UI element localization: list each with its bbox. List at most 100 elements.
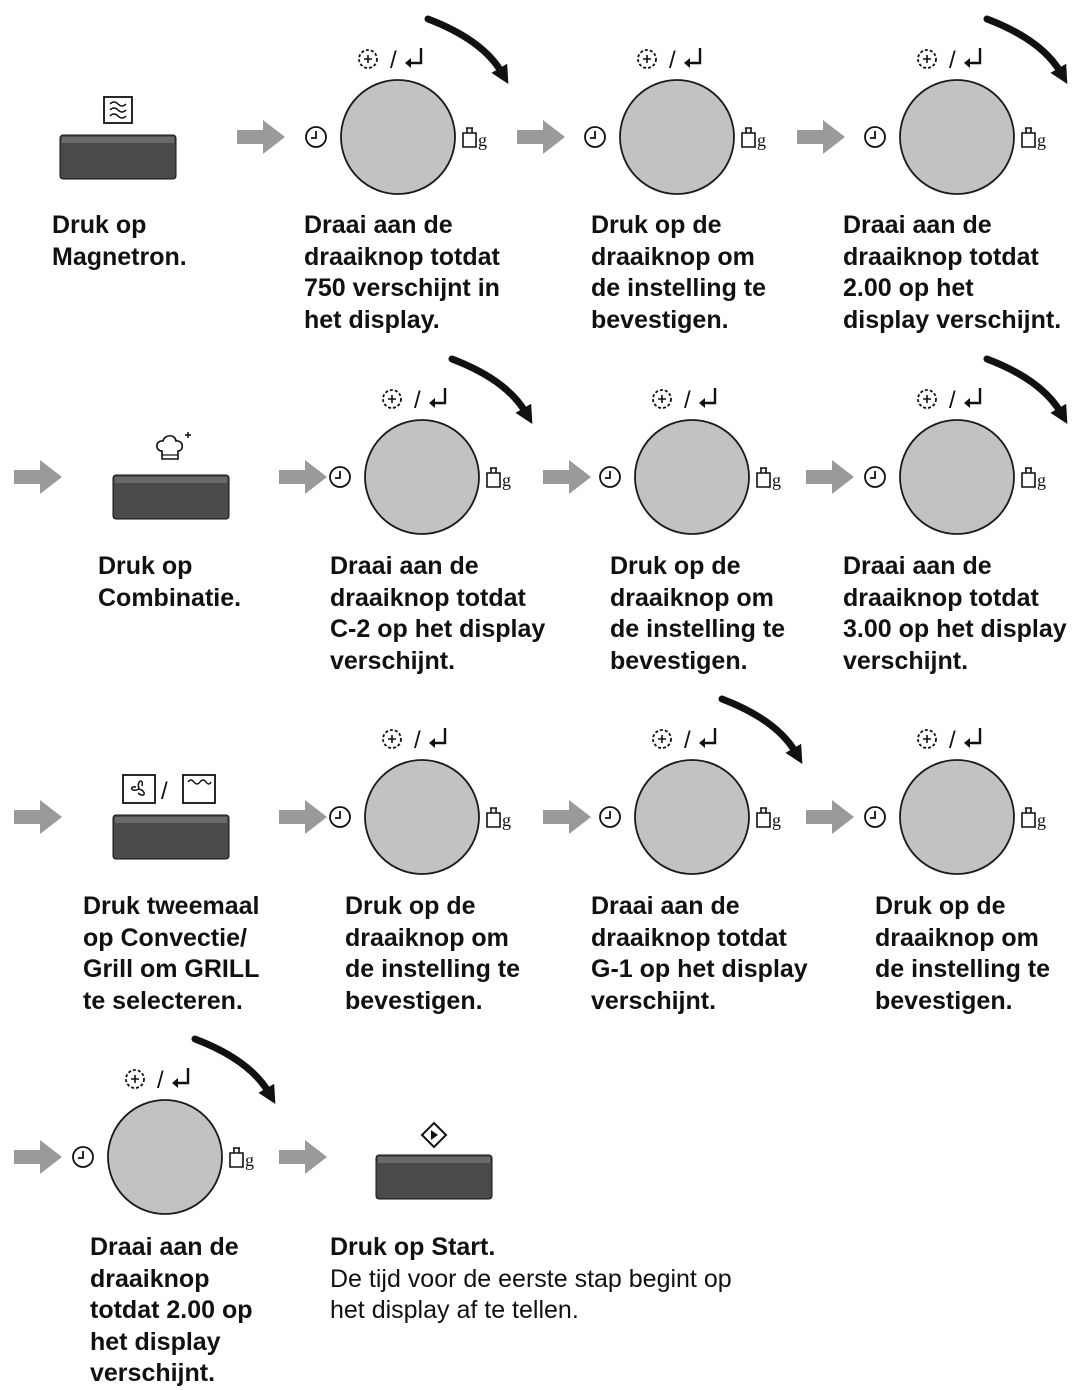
- weight-g-label: g: [478, 130, 487, 150]
- flow-arrow-icon: [806, 800, 854, 834]
- caption-line: draaiknop totdat: [330, 583, 526, 612]
- flow-arrow-icon: [543, 800, 591, 834]
- enter-icon: [429, 728, 447, 748]
- slash-label: /: [949, 47, 956, 74]
- combination-chef-hat-icon: [156, 432, 191, 460]
- panel-button[interactable]: [112, 474, 230, 520]
- panel-button[interactable]: [112, 814, 230, 860]
- panel-button[interactable]: [375, 1154, 493, 1200]
- dial-knob-s6[interactable]: /g: [329, 355, 533, 535]
- caption-note-line: het display af te tellen.: [330, 1296, 579, 1324]
- timer-plus-icon: [358, 49, 378, 69]
- weight-icon: g: [1021, 127, 1046, 150]
- timer-plus-icon: [382, 729, 402, 749]
- slash-label: /: [414, 387, 421, 414]
- caption-line: verschijnt.: [330, 646, 456, 675]
- dial-face[interactable]: [340, 79, 456, 195]
- dial-face[interactable]: [899, 759, 1015, 875]
- caption-line: draaiknop totdat: [304, 242, 500, 271]
- dial-knob-s11[interactable]: /g: [599, 695, 803, 875]
- weight-icon: g: [1021, 807, 1046, 830]
- dial-knob-s12[interactable]: /g: [864, 727, 1046, 875]
- dial-knob-s3[interactable]: /g: [584, 47, 766, 195]
- button-s1[interactable]: [59, 96, 177, 180]
- caption-line: Druk op de: [591, 211, 722, 239]
- dial-knob-s8[interactable]: /g: [864, 355, 1068, 535]
- clock-icon: [329, 806, 351, 828]
- enter-icon: [964, 388, 982, 408]
- button-s5[interactable]: [112, 432, 230, 520]
- dial-face[interactable]: [634, 759, 750, 875]
- dial-face[interactable]: [364, 419, 480, 535]
- clockwise-arrow-icon: [191, 1035, 276, 1105]
- slash-label: /: [949, 727, 956, 754]
- dial-face[interactable]: [899, 79, 1015, 195]
- dial-knob-s10[interactable]: /g: [329, 727, 511, 875]
- microwave-icon: [103, 96, 133, 124]
- dial-knob-s13[interactable]: /g: [72, 1035, 276, 1215]
- caption-line: bevestigen.: [610, 646, 748, 675]
- weight-icon: g: [229, 1147, 254, 1170]
- button-s9[interactable]: /: [112, 774, 230, 860]
- caption-line: G-1 op het display: [591, 955, 808, 983]
- dial-knob-s7[interactable]: /g: [599, 387, 781, 535]
- button-s14[interactable]: [375, 1121, 493, 1200]
- caption-note-line: De tijd voor de eerste stap begint op: [330, 1264, 732, 1293]
- clock-icon: [599, 466, 621, 488]
- timer-plus-icon: [917, 389, 937, 409]
- caption-line: Draai aan de: [330, 552, 479, 580]
- clock-icon: [584, 126, 606, 148]
- caption-line: draaiknop om: [875, 923, 1039, 952]
- caption-line: draaiknop totdat: [591, 923, 787, 952]
- grill-icon: [182, 774, 216, 804]
- slash-label: /: [669, 47, 676, 74]
- flow-arrow-icon: [237, 120, 285, 154]
- dial-face[interactable]: [107, 1099, 223, 1215]
- caption-line: draaiknop om: [345, 923, 509, 952]
- weight-icon: g: [462, 127, 487, 150]
- caption-line: verschijnt.: [90, 1359, 216, 1387]
- caption-line: Combinatie.: [98, 583, 242, 612]
- flow-arrow-icon: [806, 460, 854, 494]
- convection-grill-icon: /: [122, 774, 216, 805]
- caption-line: op Convectie/: [83, 923, 247, 952]
- weight-g-label: g: [245, 1150, 254, 1170]
- dial-face[interactable]: [899, 419, 1015, 535]
- caption-line: verschijnt.: [843, 646, 969, 675]
- weight-icon: g: [756, 807, 781, 830]
- panel-button[interactable]: [59, 134, 177, 180]
- caption-line: de instelling te: [875, 955, 1051, 983]
- dial-knob-s2[interactable]: /g: [305, 15, 509, 195]
- dial-face[interactable]: [634, 419, 750, 535]
- caption-line: draaiknop om: [591, 242, 755, 271]
- caption-line: display verschijnt.: [843, 305, 1062, 334]
- caption-line: Draai aan de: [90, 1233, 239, 1261]
- weight-g-label: g: [772, 470, 781, 490]
- caption-s14: Druk op Start.De tijd voor de eerste sta…: [330, 1232, 732, 1327]
- flow-arrow-icon: [797, 120, 845, 154]
- dial-face[interactable]: [364, 759, 480, 875]
- timer-plus-icon: [917, 49, 937, 69]
- start-icon: [420, 1121, 448, 1149]
- slash-label: /: [161, 778, 168, 805]
- enter-icon: [405, 48, 423, 68]
- weight-icon: g: [741, 127, 766, 150]
- enter-icon: [429, 388, 447, 408]
- clock-icon: [864, 466, 886, 488]
- clockwise-arrow-icon: [448, 355, 533, 425]
- clockwise-arrow-icon: [983, 15, 1068, 85]
- timer-plus-icon: [652, 389, 672, 409]
- dial-knob-s4[interactable]: /g: [864, 15, 1068, 195]
- timer-plus-icon: [637, 49, 657, 69]
- enter-icon: [172, 1068, 190, 1088]
- caption-line: totdat 2.00 op: [90, 1296, 253, 1324]
- flow-arrow-icon: [517, 120, 565, 154]
- dial-face[interactable]: [619, 79, 735, 195]
- weight-g-label: g: [1037, 810, 1046, 830]
- clockwise-arrow-icon: [424, 15, 509, 85]
